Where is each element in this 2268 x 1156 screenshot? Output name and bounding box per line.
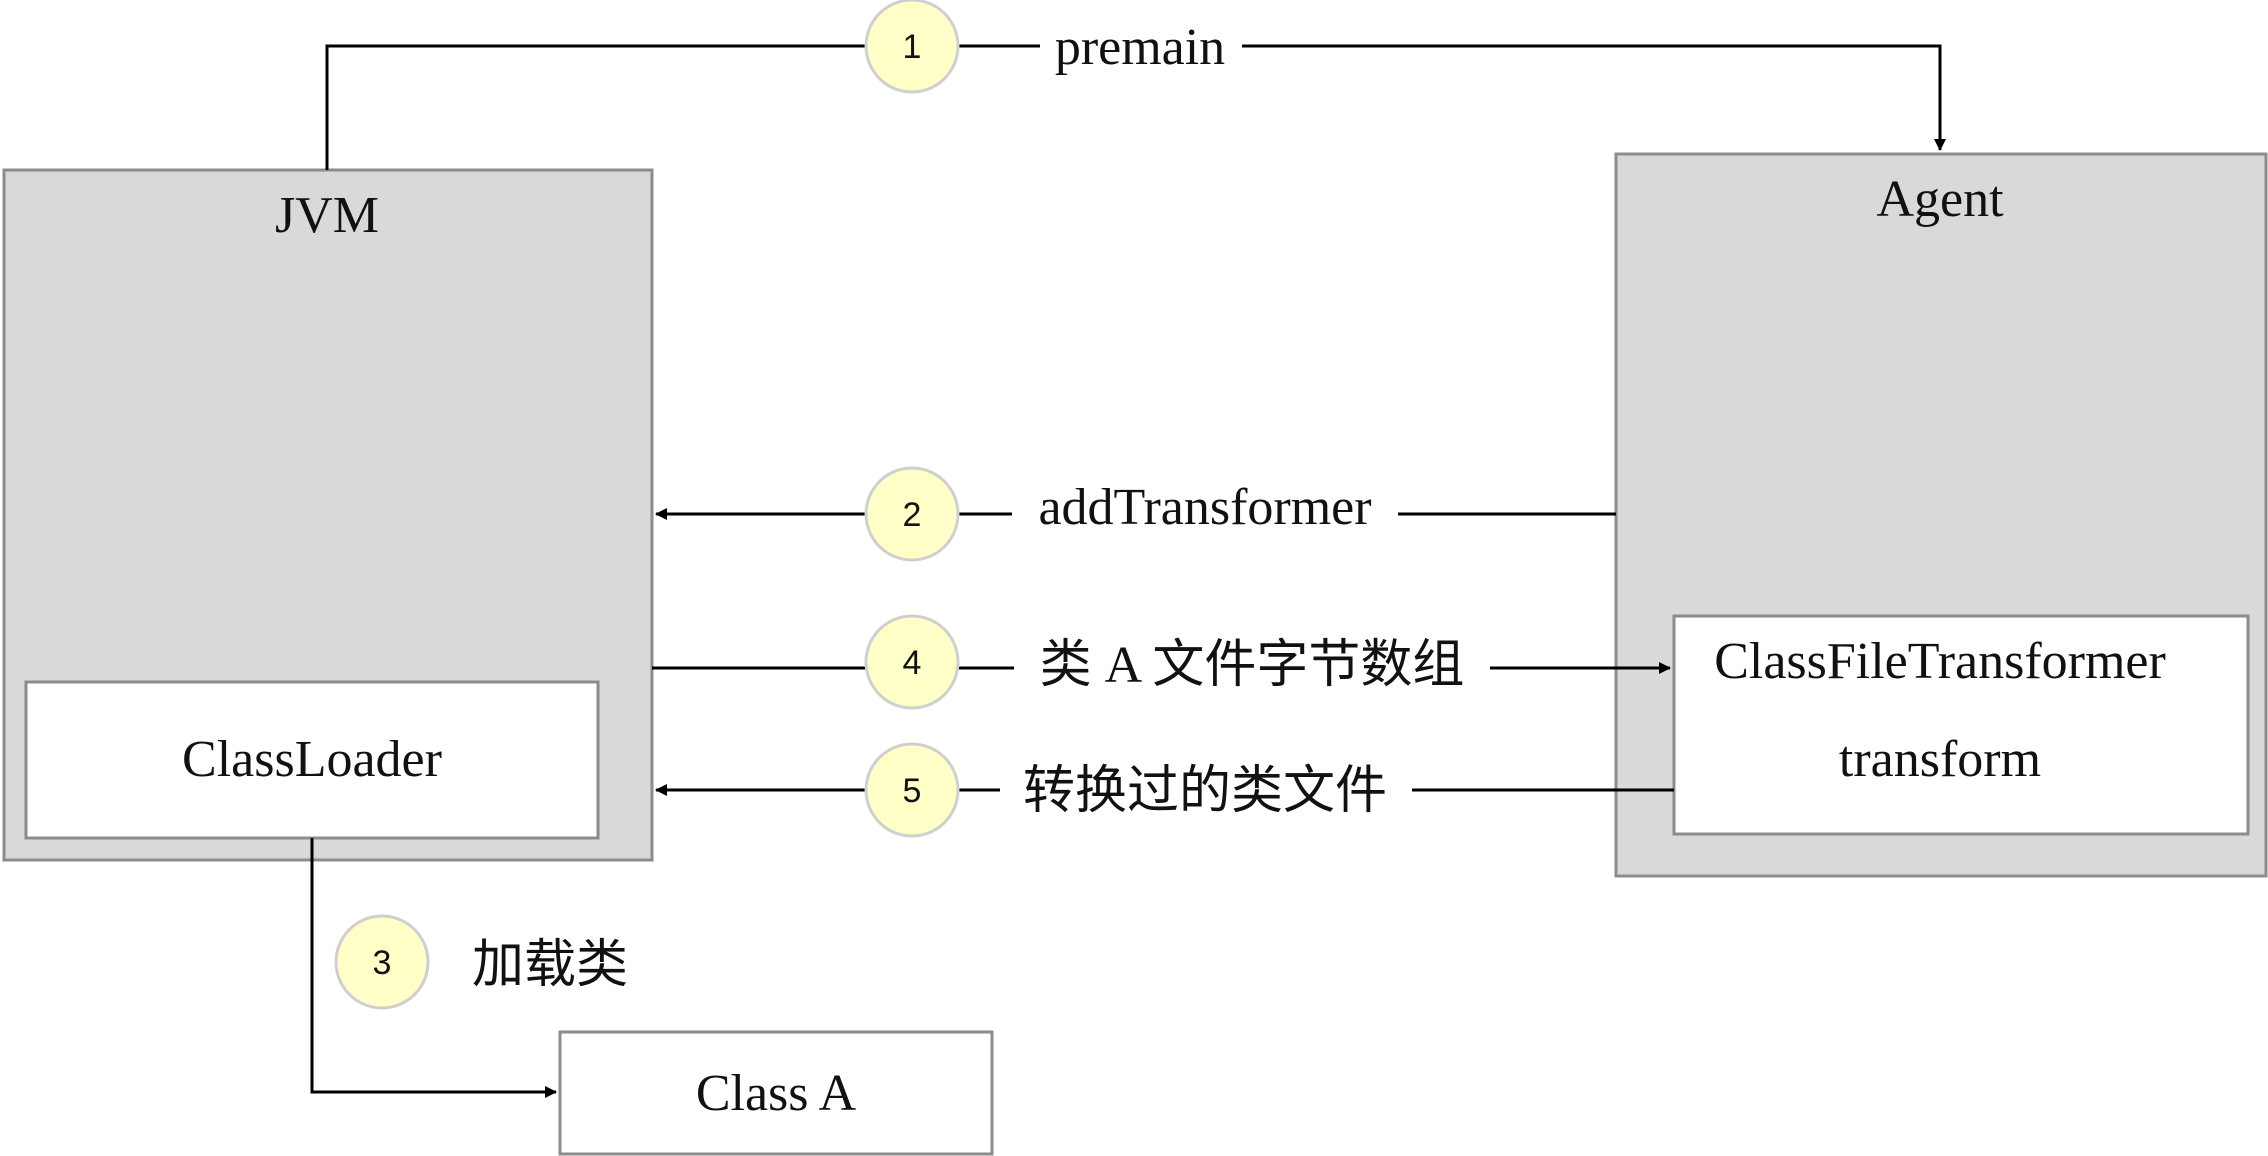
class-file-transformer-label: ClassFileTransformer bbox=[1714, 633, 2166, 690]
classloader-label: ClassLoader bbox=[182, 731, 442, 788]
step-badge-5 bbox=[864, 742, 960, 838]
step-badge-2 bbox=[864, 466, 960, 562]
agent-label: Agent bbox=[1876, 171, 2004, 228]
edge-load-class bbox=[310, 838, 557, 1098]
class-a-box bbox=[558, 1030, 994, 1156]
step-badge-1 bbox=[864, 0, 960, 94]
edge-label-transformed-class: 转换过的类文件 bbox=[1023, 763, 1387, 820]
step-badge-3 bbox=[334, 914, 430, 1010]
classloader-box bbox=[24, 680, 600, 840]
edge-label-add-transformer: addTransformer bbox=[1038, 479, 1371, 536]
edge-premain bbox=[325, 44, 1940, 170]
step-number-3: 3 bbox=[373, 944, 392, 982]
edge-label-class-bytes: 类 A 文件字节数组 bbox=[1040, 637, 1465, 694]
jvm-label: JVM bbox=[275, 187, 379, 244]
class-a-label: Class A bbox=[696, 1065, 857, 1122]
step-number-4: 4 bbox=[903, 644, 922, 682]
step-badge-4 bbox=[864, 614, 960, 710]
step-number-5: 5 bbox=[903, 772, 922, 810]
step-number-1: 1 bbox=[903, 28, 922, 66]
edge-label-load-class: 加载类 bbox=[472, 937, 628, 994]
transform-method-label: transform bbox=[1839, 731, 2041, 788]
step-number-2: 2 bbox=[903, 496, 922, 534]
class-file-transformer-box bbox=[1672, 614, 2250, 836]
edge-label-premain: premain bbox=[1055, 19, 1225, 76]
